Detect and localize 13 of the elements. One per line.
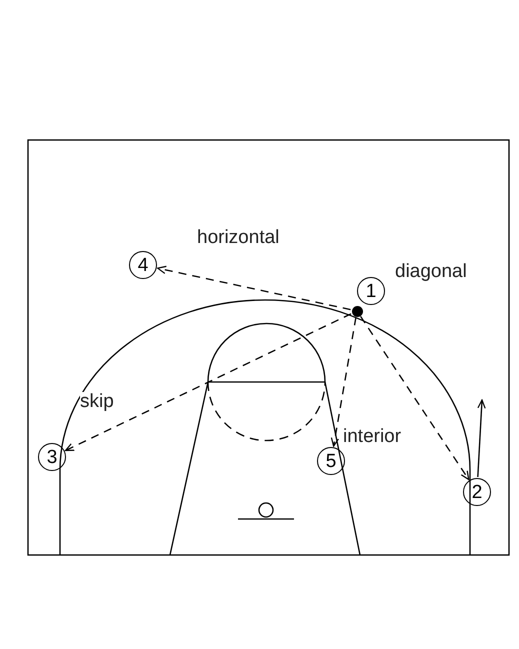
edge-label: skip	[80, 392, 114, 412]
player-circle: 1	[357, 277, 385, 305]
ball-marker	[352, 306, 362, 316]
player-circle: 5	[317, 447, 345, 475]
pass-arrow	[64, 313, 352, 452]
player-circle: 3	[38, 443, 66, 471]
player-circle: 4	[129, 251, 157, 279]
edge-label: diagonal	[395, 262, 467, 282]
player-circle: 2	[463, 478, 491, 506]
pass-arrow	[330, 317, 357, 447]
pass-arrow	[157, 266, 351, 310]
pass-arrow	[360, 316, 470, 480]
pass-arrow	[477, 399, 486, 478]
